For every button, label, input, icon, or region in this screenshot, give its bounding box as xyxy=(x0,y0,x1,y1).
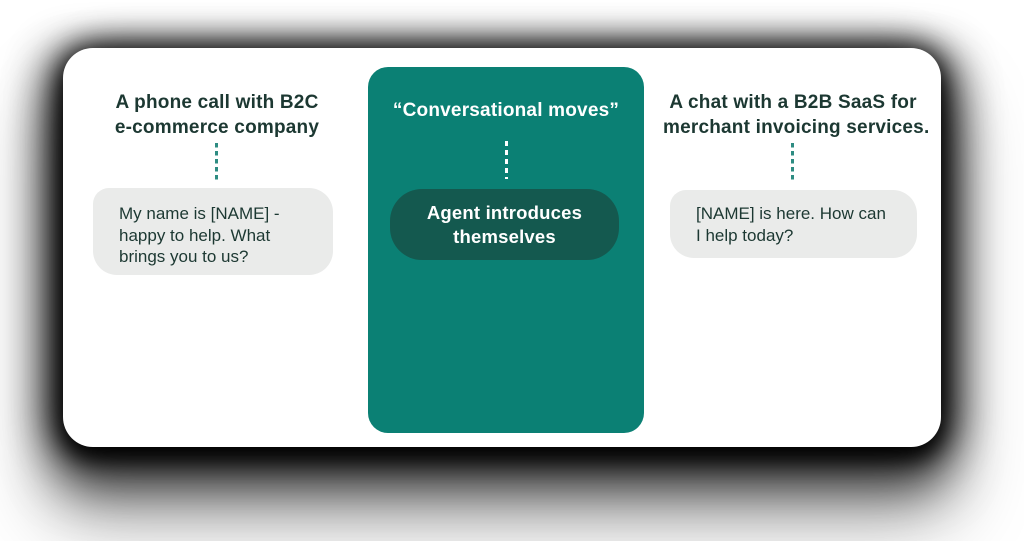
pill-text-line: themselves xyxy=(453,225,556,247)
dotted-connector-left xyxy=(215,143,218,183)
heading-line: A phone call with B2C xyxy=(115,92,319,113)
b2b-chat-heading: A chat with a B2B SaaS for merchant invo… xyxy=(663,90,930,140)
dotted-connector-right xyxy=(791,143,794,183)
bubble-text-line: My name is [NAME] - xyxy=(119,204,280,223)
bubble-text-line: [NAME] is here. How can xyxy=(696,204,886,223)
conversational-moves-panel: “Conversational moves” Agent introduces … xyxy=(368,67,644,433)
phone-call-heading: A phone call with B2C e-commerce company xyxy=(87,90,347,140)
conversational-moves-heading: “Conversational moves” xyxy=(392,100,620,121)
heading-line: merchant invoicing services. xyxy=(663,117,930,138)
pill-text-line: Agent introduces xyxy=(426,201,583,223)
chat-bubble-b2c: My name is [NAME] - happy to help. What … xyxy=(93,188,333,275)
bubble-text-line: brings you to us? xyxy=(119,247,249,266)
bubble-text-line: I help today? xyxy=(696,225,794,245)
dotted-connector-center xyxy=(505,141,508,179)
bubble-text-line: happy to help. What xyxy=(119,225,271,245)
chat-bubble-b2b: [NAME] is here. How can I help today? xyxy=(670,190,917,258)
agent-introduces-pill: Agent introduces themselves xyxy=(390,189,619,260)
heading-line: e-commerce company xyxy=(114,117,320,138)
info-card: A phone call with B2C e-commerce company… xyxy=(63,48,941,447)
heading-line: A chat with a B2B SaaS for xyxy=(669,92,917,113)
